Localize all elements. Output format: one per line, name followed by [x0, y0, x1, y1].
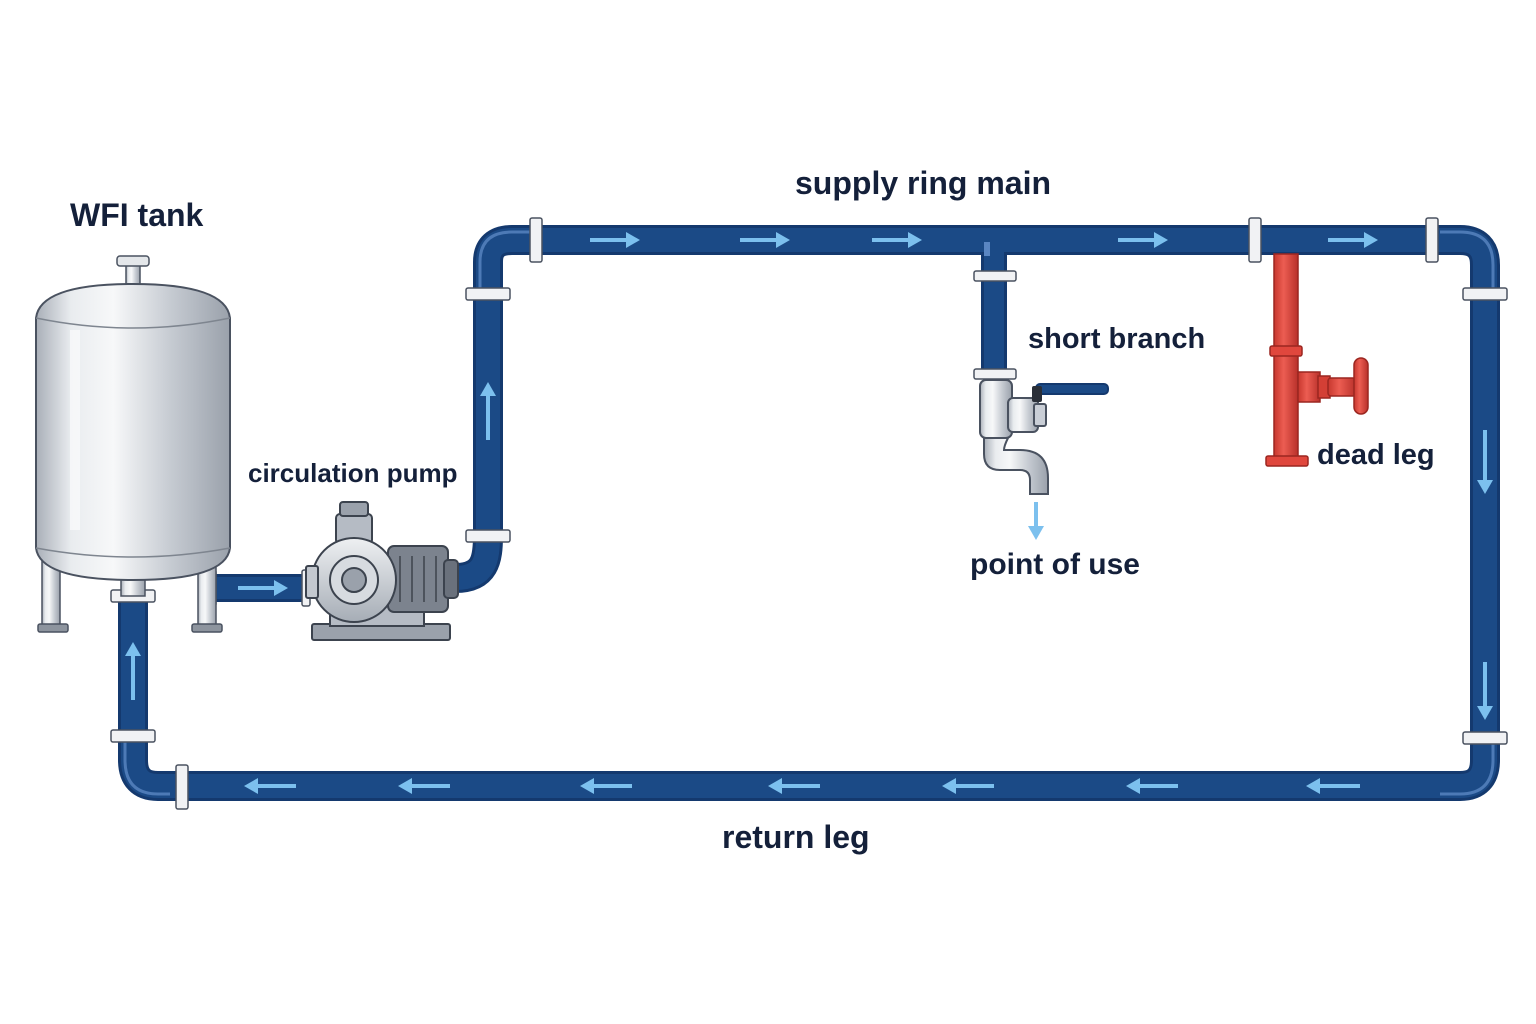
flange: [1265, 455, 1309, 467]
flow-arrow-up: [480, 382, 496, 440]
flow-arrow-right: [238, 580, 288, 596]
flow-arrow-right: [872, 232, 922, 248]
flow-arrow-left: [1126, 778, 1178, 794]
flow-arrows: [125, 232, 1493, 794]
flange: [1462, 287, 1508, 301]
flow-arrow-down: [1477, 430, 1493, 494]
flow-arrow-down: [1477, 662, 1493, 720]
flange: [1269, 345, 1303, 357]
handwheel-valve-icon: [1353, 357, 1369, 415]
short-branch: [973, 242, 1017, 380]
flanges: [110, 217, 1508, 810]
flange: [465, 529, 511, 543]
pump-label: circulation pump: [248, 458, 457, 488]
flow-arrow-left: [398, 778, 450, 794]
dead-leg: [1265, 253, 1369, 467]
tank-label: WFI tank: [70, 197, 204, 233]
flange: [1462, 731, 1508, 745]
pipe-highlight: [123, 230, 1495, 796]
flow-arrow-right: [1328, 232, 1378, 248]
flow-arrow-left: [768, 778, 820, 794]
flange: [465, 287, 511, 301]
flow-arrow-left: [1306, 778, 1360, 794]
flow-arrow-left: [244, 778, 296, 794]
flow-arrow-left: [580, 778, 632, 794]
dead-leg-label: dead leg: [1317, 439, 1435, 471]
flow-arrow-right: [740, 232, 790, 248]
flow-arrow-right: [590, 232, 640, 248]
supply-ring-main-label: supply ring main: [795, 165, 1051, 201]
short-branch-label: short branch: [1028, 323, 1205, 355]
flange: [1248, 217, 1262, 263]
flange: [973, 270, 1017, 282]
flow-arrow-down: [1028, 502, 1044, 540]
centrifugal-pump-icon: [305, 501, 459, 641]
flange: [110, 729, 156, 743]
flange: [529, 217, 543, 263]
flange: [1425, 217, 1439, 263]
flow-arrow-left: [942, 778, 994, 794]
point-of-use-label: point of use: [970, 548, 1140, 581]
flow-arrow-up: [125, 642, 141, 700]
flange: [973, 368, 1017, 380]
flow-arrow-right: [1118, 232, 1168, 248]
return-leg-label: return leg: [722, 819, 870, 855]
flange: [175, 764, 189, 810]
storage-tank-icon: [35, 255, 231, 633]
faucet-valve-icon: [979, 379, 1109, 495]
